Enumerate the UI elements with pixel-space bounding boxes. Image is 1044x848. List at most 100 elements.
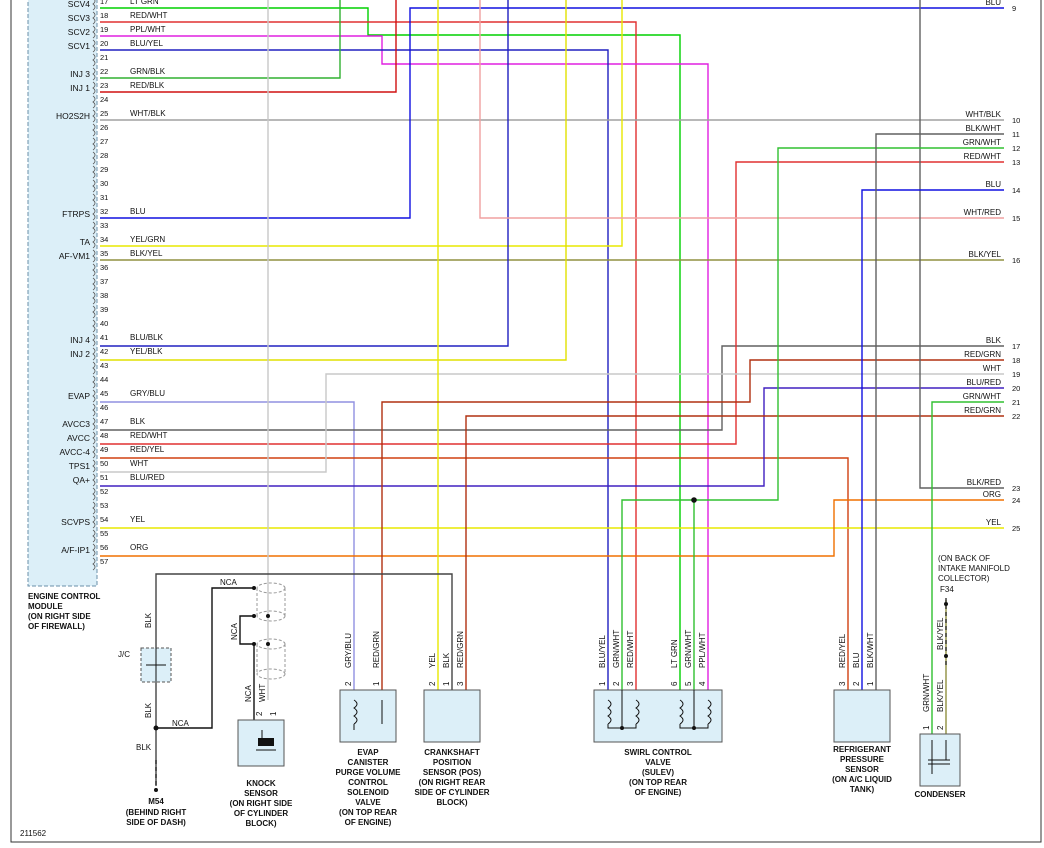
ecm-pin-label: QA+ — [73, 475, 90, 485]
ecm-pin-terminal — [92, 235, 96, 249]
ecm-pin-wire-color: BLU — [130, 207, 146, 216]
ecm-pin-wire-color: BLU/YEL — [130, 39, 163, 48]
ecm-pin-wire-color: WHT — [130, 459, 148, 468]
right-wire-number: 13 — [1012, 158, 1020, 167]
right-wire-color: BLK/WHT — [965, 124, 1001, 133]
pos-wire: YEL — [428, 652, 437, 668]
right-wire-color: ORG — [983, 490, 1001, 499]
ecm-pin-wire-color: LT GRN — [130, 0, 159, 6]
ecm-pin-wire-color: BLU/BLK — [130, 333, 164, 342]
wire-inj2 — [100, 0, 567, 361]
wire-grnwht-21 — [931, 401, 1004, 740]
cond-caption: CONDENSER — [914, 790, 965, 799]
wire-nca-shield — [156, 587, 254, 729]
wire-inj4 — [100, 0, 509, 347]
right-wire-number: 25 — [1012, 524, 1020, 533]
ecm-pin-label: AVCC3 — [62, 419, 90, 429]
ecm-pin-terminal — [92, 11, 96, 25]
ecm-pin-wire-color: WHT/BLK — [130, 109, 166, 118]
ecm-pin-terminal — [92, 473, 96, 487]
ecm-pin-terminal — [92, 95, 96, 109]
ecm-pin-terminal — [92, 375, 96, 389]
cond-upper-wire: BLK/YEL — [936, 617, 945, 650]
ecm-pin-number: 42 — [100, 347, 108, 356]
knock-wire2: NCA — [244, 684, 253, 702]
ecm-pin-number: 56 — [100, 543, 108, 552]
swirl-wire: GRN/WHT — [612, 630, 621, 668]
ecm-pin-wire-color: GRN/BLK — [130, 67, 166, 76]
ecm-pin-terminal — [92, 81, 96, 95]
pos-caption: CRANKSHAFT — [424, 748, 480, 757]
wire-scv1 — [100, 49, 609, 690]
ecm-pin-label: SCV1 — [68, 41, 90, 51]
evap-caption: CANISTER — [348, 758, 389, 767]
ground-caption: SIDE OF DASH) — [126, 818, 186, 827]
ecm-pin-number: 33 — [100, 221, 108, 230]
ecm-pin-number: 36 — [100, 263, 108, 272]
ecm-pin-wire-color: RED/BLK — [130, 81, 165, 90]
ecm-pin-number: 45 — [100, 389, 108, 398]
swirl-caption: (ON TOP REAR — [629, 778, 687, 787]
ecm-pin-terminal — [92, 249, 96, 263]
right-wire-color: RED/WHT — [964, 152, 1001, 161]
ecm-pin-wire-color: BLK/YEL — [130, 249, 163, 258]
ecm-pin-terminal — [92, 263, 96, 277]
ecm-pin-terminal — [92, 25, 96, 39]
refrig-caption: TANK) — [850, 785, 875, 794]
wire-scv4 — [100, 7, 681, 690]
refrig-pin: 3 — [838, 681, 847, 686]
ecm-pin-number: 19 — [100, 25, 108, 34]
pos-pin: 1 — [442, 681, 451, 686]
wire-avcc4 — [100, 457, 849, 690]
swirl-wire: BLU/YEL — [598, 635, 607, 668]
ecm-pin-terminal — [92, 361, 96, 375]
ecm-pin-label: SCV2 — [68, 27, 90, 37]
ecm-pin-label: A/F-IP1 — [61, 545, 90, 555]
wire-tps1 — [100, 373, 1004, 473]
ecm-pin-wire-color: BLU/RED — [130, 473, 165, 482]
swirl-pin: 2 — [612, 681, 621, 686]
refrig-wire: RED/YEL — [838, 633, 847, 668]
ecm-pin-number: 28 — [100, 151, 108, 160]
pos-caption: BLOCK) — [436, 798, 467, 807]
right-wire-number: 15 — [1012, 214, 1020, 223]
wire-inj3 — [100, 0, 341, 79]
ecm-pin-terminal — [92, 137, 96, 151]
ecm-pin-terminal — [92, 39, 96, 53]
ecm-caption-4: OF FIREWALL) — [28, 622, 85, 631]
swirl-caption: (SULEV) — [642, 768, 674, 777]
ecm-pin-number: 17 — [100, 0, 108, 6]
right-wire-color: YEL — [986, 518, 1002, 527]
evap-valve-box — [339, 689, 397, 743]
cond-wire: GRN/WHT — [922, 674, 931, 712]
pos-caption: POSITION — [433, 758, 471, 767]
swirl-wire: PPL/WHT — [698, 632, 707, 668]
ecm-pin-label: TA — [80, 237, 91, 247]
splice-blk-nca — [153, 725, 159, 731]
wire-grnwht-12 — [694, 147, 1004, 501]
cond-terminal-mid — [944, 654, 948, 658]
knock-caption: BLOCK) — [245, 819, 276, 828]
ecm-pin-number: 31 — [100, 193, 108, 202]
ecm-pin-number: 49 — [100, 445, 108, 454]
right-wire-color: RED/GRN — [964, 406, 1001, 415]
ecm-pin-wire-color: RED/WHT — [130, 11, 167, 20]
pos-caption: (ON RIGHT REAR — [419, 778, 486, 787]
ecm-pin-terminal — [92, 557, 96, 571]
ecm-pin-wire-color: PPL/WHT — [130, 25, 166, 34]
ecm-pin-terminal — [92, 403, 96, 417]
ecm-pin-number: 55 — [100, 529, 108, 538]
cond-connector-note: INTAKE MANIFOLD — [938, 564, 1010, 573]
ecm-pin-terminal — [92, 109, 96, 123]
ecm-pin-number: 40 — [100, 319, 108, 328]
ground-upper-wire: BLK — [144, 612, 153, 628]
wire-blu-14 — [861, 189, 1004, 690]
right-wire-color: GRN/WHT — [963, 138, 1001, 147]
ecm-pin-number: 39 — [100, 305, 108, 314]
ecm-pin-number: 30 — [100, 179, 108, 188]
ecm-pin-number: 35 — [100, 249, 108, 258]
pos-sensor-box — [423, 689, 481, 743]
pos-wire: BLK — [442, 652, 451, 668]
ground-terminal — [154, 788, 158, 792]
evap-wire: GRY/BLU — [344, 633, 353, 668]
